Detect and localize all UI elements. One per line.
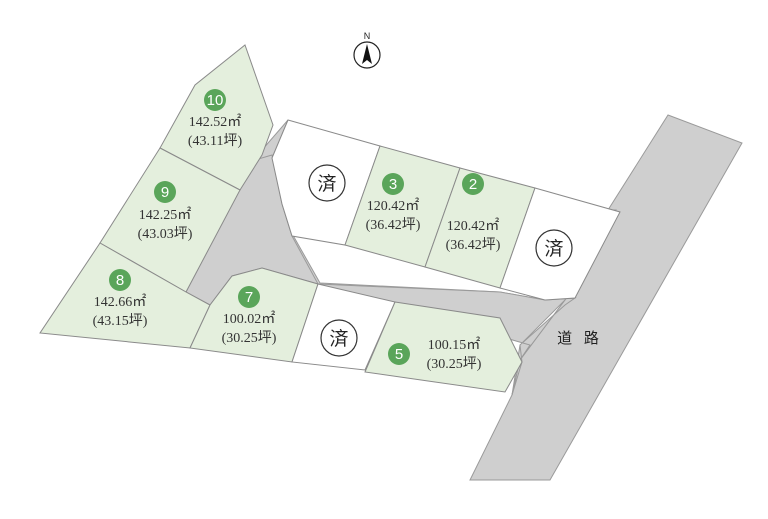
lot-number: 7 <box>245 289 253 306</box>
lot-number-badge <box>382 173 404 195</box>
lot-area-sqm: 100.15㎡ <box>428 337 481 353</box>
lot-2-label: 2 120.42㎡ (36.42坪) <box>446 173 501 253</box>
sold-marker-circle <box>308 164 346 202</box>
sold-marker-top-right: 済 <box>535 229 573 267</box>
lot-area-sqm: 120.42㎡ <box>367 198 420 214</box>
north-label: N <box>364 31 371 41</box>
lot-number: 2 <box>469 176 477 193</box>
lot-area-tsubo: (30.25坪) <box>222 330 277 346</box>
lot-10-label: 10 142.52㎡ (43.11坪) <box>188 89 243 149</box>
lot-7-label: 7 100.02㎡ (30.25坪) <box>222 286 277 346</box>
lot-number: 10 <box>207 92 224 109</box>
lot-area-tsubo: (36.42坪) <box>366 217 421 233</box>
lot-area-sqm: 120.42㎡ <box>447 218 500 234</box>
lot-area-sqm: 100.02㎡ <box>223 311 276 327</box>
lot-number-badge <box>462 173 484 195</box>
lot-9-label: 9 142.25㎡ (43.03坪) <box>138 181 193 242</box>
sold-marker-text: 済 <box>317 173 336 195</box>
lot-area-tsubo: (43.11坪) <box>188 133 243 149</box>
lot-number-badge <box>154 181 176 203</box>
lot-8-label: 8 142.66㎡ (43.15坪) <box>93 269 148 329</box>
lot-number-badge <box>388 343 410 365</box>
lot-number-badge <box>204 89 226 111</box>
lot-area-tsubo: (43.03坪) <box>138 226 193 242</box>
lot-number-badge <box>238 286 260 308</box>
lot-area-sqm: 142.66㎡ <box>94 294 147 310</box>
lot-number: 8 <box>116 272 124 289</box>
lot-5-label: 5 100.15㎡ (30.25坪) <box>388 337 482 372</box>
sold-marker-top-left: 済 <box>308 164 346 202</box>
road-label: 道 路 <box>557 330 603 347</box>
north-compass: N <box>353 31 381 69</box>
lot-number: 3 <box>389 176 397 193</box>
sold-marker-circle <box>535 229 573 267</box>
lot-area-tsubo: (36.42坪) <box>446 237 501 253</box>
lot-area-sqm: 142.25㎡ <box>139 207 192 223</box>
north-arrow-icon <box>362 44 372 64</box>
sold-marker-circle <box>320 319 358 357</box>
sold-marker-text: 済 <box>329 328 348 350</box>
lot-area-tsubo: (43.15坪) <box>93 313 148 329</box>
lot-number: 5 <box>395 346 403 363</box>
sold-marker-bottom-middle: 済 <box>320 319 358 357</box>
lot-number-badge <box>109 269 131 291</box>
lot-area-tsubo: (30.25坪) <box>427 356 482 372</box>
lot-3-label: 3 120.42㎡ (36.42坪) <box>366 173 421 233</box>
lot-5[interactable] <box>364 301 523 393</box>
lot-area-sqm: 142.52㎡ <box>189 114 242 130</box>
sold-marker-text: 済 <box>544 238 563 260</box>
lot-number: 9 <box>161 184 169 201</box>
